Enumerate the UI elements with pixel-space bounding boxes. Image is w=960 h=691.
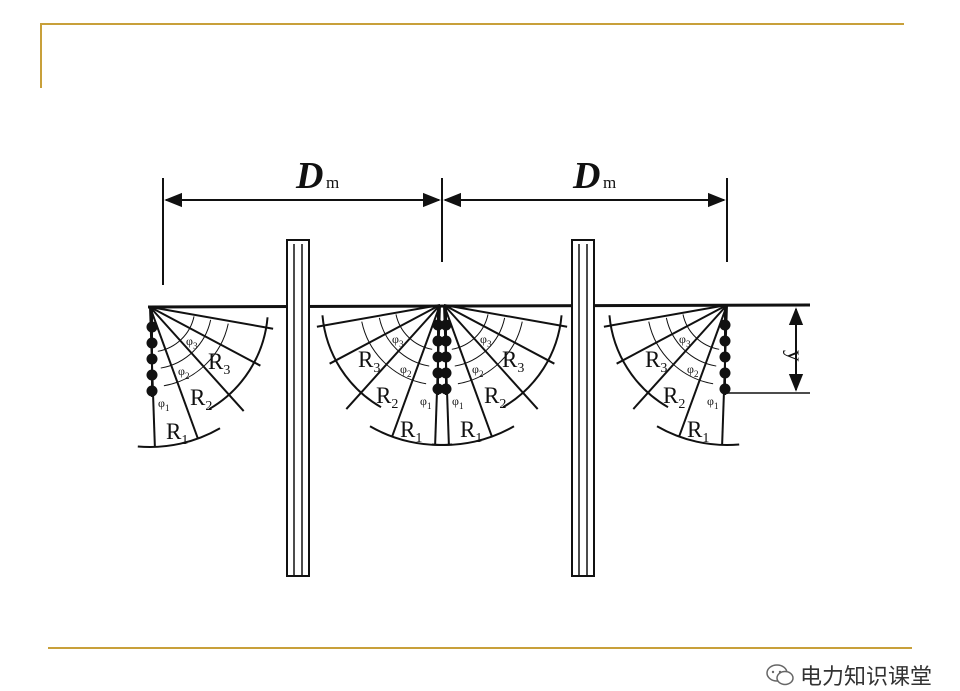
fan-2-arc: [321, 315, 382, 409]
fan-1-ray: [149, 306, 199, 439]
fan-4-label-r2: R2: [663, 383, 685, 412]
fan-2-ray: [316, 304, 441, 328]
fan-3-label-r1: R1: [460, 417, 482, 446]
fan-3-angle-arc: [454, 317, 506, 367]
fan-2-ray: [345, 304, 441, 410]
svg-text:D: D: [295, 155, 323, 197]
fan-4-angle-arc: [682, 314, 720, 350]
svg-text:m: m: [603, 173, 616, 192]
fan-4-angle-arc: [665, 317, 717, 367]
fan-1-ray: [149, 306, 245, 412]
fan-4-label-r3: R3: [645, 347, 667, 376]
fan-1-label-r1: R1: [166, 419, 188, 448]
dm-dimension: [162, 178, 728, 285]
fan-1-arc: [137, 427, 221, 448]
fan-4-ray: [603, 304, 728, 328]
fan-1-angle-arc: [163, 323, 229, 387]
fan-4-ray: [678, 304, 728, 437]
y-label: y: [783, 350, 808, 362]
dm-label-right: D m: [572, 155, 616, 197]
fan-4-ray: [632, 304, 728, 410]
left-rule: [40, 23, 42, 88]
fan-2-angle-arc: [395, 314, 433, 350]
fan-4-label-phi3: φ3: [679, 332, 691, 349]
fan-3-angle-arc: [457, 321, 523, 385]
dm-label-left: D m: [295, 155, 339, 197]
watermark: 电力知识课堂: [766, 659, 932, 691]
fan-2-angle-arc: [361, 321, 427, 385]
fan-2-label-r2: R2: [376, 383, 398, 412]
fan-1-angle-arc: [160, 319, 212, 369]
fan-1-label-phi3: φ3: [186, 334, 198, 351]
fan-3-label-phi2: φ2: [472, 362, 483, 379]
fan-2-label-phi3: φ3: [392, 332, 404, 349]
ground-rod-right: [571, 239, 595, 577]
fan-3-ray: [443, 304, 539, 410]
svg-text:m: m: [326, 173, 339, 192]
y-dimension: y: [727, 307, 810, 394]
fan-2-angle-arc: [378, 317, 430, 367]
fan-3-label-phi3: φ3: [480, 332, 492, 349]
fan-3-ray: [443, 304, 493, 437]
fan-2-label-phi1: φ1: [420, 394, 431, 411]
ground-rod-left: [286, 239, 310, 577]
fan-2-label-r1: R1: [400, 417, 422, 446]
fan-4-label-r1: R1: [687, 417, 709, 446]
fan-1-ray: [149, 306, 274, 330]
fan-4-arc: [608, 315, 669, 409]
watermark-text: 电力知识课堂: [799, 665, 932, 690]
bottom-rule: [48, 647, 912, 649]
fan-4-label-phi2: φ2: [687, 362, 698, 379]
fan-1-label-phi2: φ2: [178, 364, 189, 381]
fan-1-arc: [208, 317, 269, 411]
fan-4-angle-arc: [648, 321, 714, 385]
fan-2-ray: [391, 304, 441, 437]
fan-1-label-r3: R3: [208, 349, 230, 378]
svg-text:D: D: [572, 155, 600, 197]
potential-fans: R3R2R1φ3φ2φ1R3R2R1φ3φ2φ1R3R2R1φ3φ2φ1R3R2…: [137, 304, 740, 448]
fan-1-label-phi1: φ1: [158, 396, 169, 413]
fan-3-arc: [502, 315, 563, 409]
top-rule: [40, 23, 904, 25]
fan-3-label-r3: R3: [502, 347, 524, 376]
fan-3-ray: [443, 304, 568, 328]
fan-3-label-phi1: φ1: [452, 394, 463, 411]
fan-3-arc: [431, 425, 515, 446]
fan-4-label-phi1: φ1: [707, 394, 718, 411]
fan-1-angle-arc: [157, 316, 195, 352]
fan-2-label-r3: R3: [358, 347, 380, 376]
fan-3-label-r2: R2: [484, 383, 506, 412]
fan-4-arc: [656, 425, 740, 446]
fan-3-angle-arc: [451, 314, 489, 350]
fan-2-label-phi2: φ2: [400, 362, 411, 379]
fan-1-label-r2: R2: [190, 385, 212, 414]
wechat-icon: [766, 664, 794, 686]
ground-line: [147, 303, 811, 309]
